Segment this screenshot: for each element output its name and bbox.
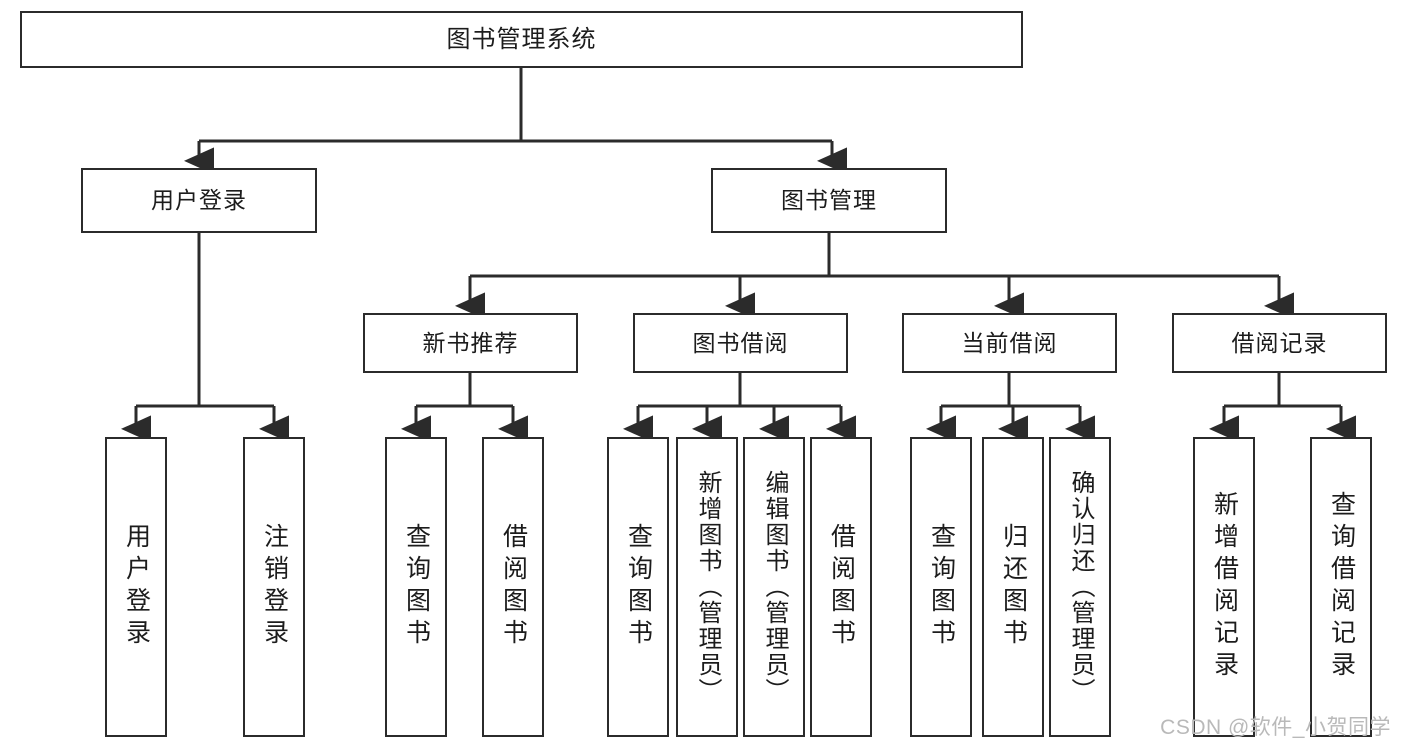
node-user-login[interactable]: 用户登录 (81, 168, 317, 233)
node-label: 当前借阅 (961, 329, 1058, 356)
node-label: 借阅图书 (827, 523, 856, 651)
node-leaf-query-borrow-record[interactable]: 查询借阅记录 (1310, 437, 1372, 737)
node-new-book-recommendation[interactable]: 新书推荐 (363, 313, 578, 373)
node-label: 查询图书 (624, 523, 653, 651)
node-label: 查询借阅记录 (1327, 491, 1356, 683)
node-leaf-query-book-borrow[interactable]: 查询图书 (607, 437, 669, 737)
csdn-watermark: CSDN @软件_小贺同学 (1160, 716, 1391, 739)
node-label: 编辑图书（管理员） (761, 470, 788, 704)
node-book-borrowing[interactable]: 图书借阅 (633, 313, 848, 373)
node-leaf-query-book-current[interactable]: 查询图书 (910, 437, 972, 737)
node-leaf-query-book-new[interactable]: 查询图书 (385, 437, 447, 737)
node-label: 新增图书（管理员） (694, 470, 721, 704)
node-leaf-add-borrow-record[interactable]: 新增借阅记录 (1193, 437, 1255, 737)
node-label: 用户登录 (122, 523, 151, 651)
node-label: 用户登录 (151, 187, 247, 213)
node-label: 图书管理系统 (446, 25, 597, 53)
node-leaf-user-login[interactable]: 用户登录 (105, 437, 167, 737)
node-current-borrowing[interactable]: 当前借阅 (902, 313, 1117, 373)
node-leaf-confirm-return-admin[interactable]: 确认归还（管理员） (1049, 437, 1111, 737)
node-leaf-borrow-book-new[interactable]: 借阅图书 (482, 437, 544, 737)
node-borrowing-record[interactable]: 借阅记录 (1172, 313, 1387, 373)
node-label: 查询图书 (402, 523, 431, 651)
node-label: 确认归还（管理员） (1067, 470, 1094, 704)
node-label: 图书借阅 (692, 329, 789, 356)
node-label: 查询图书 (927, 523, 956, 651)
node-label: 借阅图书 (499, 523, 528, 651)
node-label: 归还图书 (999, 523, 1028, 651)
node-book-management[interactable]: 图书管理 (711, 168, 947, 233)
node-leaf-return-book[interactable]: 归还图书 (982, 437, 1044, 737)
node-label: 图书管理 (781, 187, 877, 213)
node-leaf-edit-book-admin[interactable]: 编辑图书（管理员） (743, 437, 805, 737)
node-leaf-logout[interactable]: 注销登录 (243, 437, 305, 737)
node-root-book-management-system[interactable]: 图书管理系统 (20, 11, 1023, 68)
node-label: 注销登录 (260, 523, 289, 651)
node-leaf-add-book-admin[interactable]: 新增图书（管理员） (676, 437, 738, 737)
node-label: 借阅记录 (1231, 329, 1328, 356)
node-label: 新增借阅记录 (1210, 491, 1239, 683)
node-leaf-borrow-book[interactable]: 借阅图书 (810, 437, 872, 737)
node-label: 新书推荐 (422, 329, 519, 356)
